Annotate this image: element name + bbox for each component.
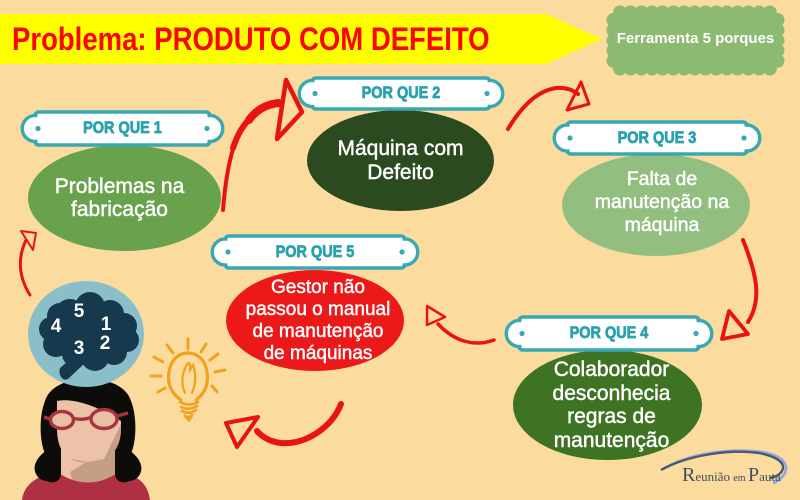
svg-text:3: 3	[74, 338, 85, 359]
svg-text:1: 1	[101, 314, 112, 335]
svg-text:2: 2	[100, 333, 111, 354]
svg-text:5: 5	[74, 301, 85, 322]
svg-text:Reunião em Pauta: Reunião em Pauta	[682, 464, 781, 486]
svg-text:4: 4	[51, 316, 62, 337]
